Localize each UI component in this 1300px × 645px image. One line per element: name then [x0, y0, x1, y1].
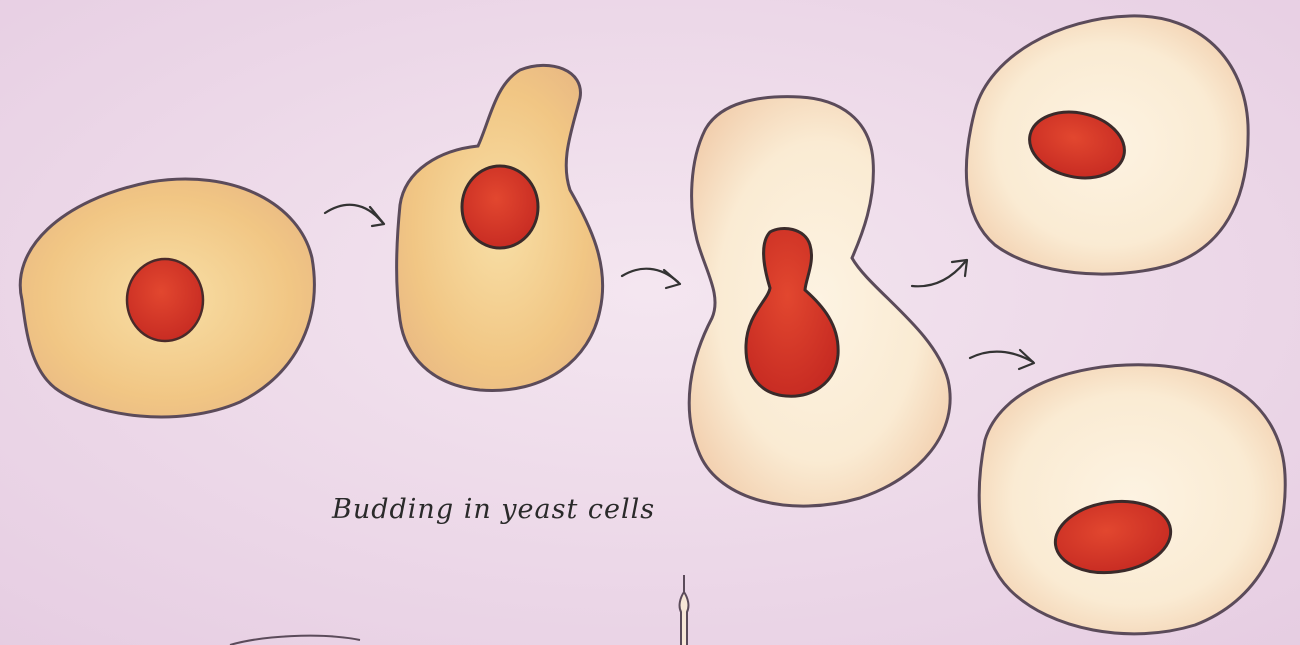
daughter-cell-2 — [979, 365, 1285, 634]
parent-cell — [20, 179, 314, 417]
nucleus — [127, 259, 203, 341]
nucleus — [462, 166, 538, 248]
diagram-caption: Budding in yeast cells — [332, 494, 655, 525]
